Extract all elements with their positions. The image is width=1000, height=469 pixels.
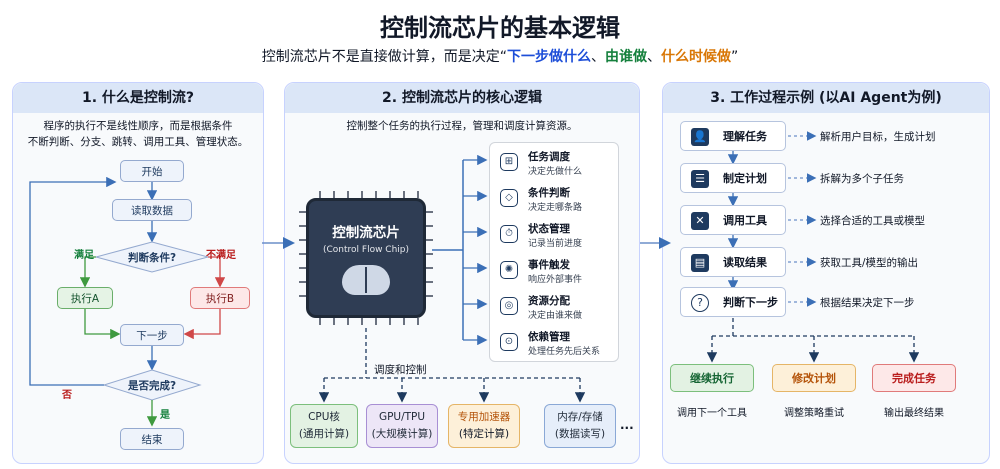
dependency-icon: ⊙ [500,333,518,351]
step-plan-desc: 拆解为多个子任务 [820,173,904,185]
brain-icon [342,265,390,295]
user-icon: 👤 [691,128,709,146]
step-plan: ☰ 制定计划 [680,163,786,193]
task-event: ✺ 事件触发 响应外部事件 [490,253,620,289]
event-icon: ✺ [500,261,518,279]
outcome-modify-desc: 调整策略重试 [784,408,844,419]
task-condition: ◇ 条件判断 决定走哪条路 [490,181,620,217]
flow-exec-b: 执行B [190,287,250,309]
flow-start: 开始 [120,160,184,182]
panel-3-title: 3. 工作过程示例 (以AI Agent为例) [663,83,989,113]
subtitle-part-when: 什么时候做 [661,49,731,65]
outcome-complete-desc: 输出最终结果 [884,408,944,419]
subtitle-part-who: 由谁做 [605,49,647,65]
tools-icon: ✕ [691,212,709,230]
more-components: ... [620,418,634,432]
step-read-results: ▤ 读取结果 [680,247,786,277]
flow-read-data: 读取数据 [112,199,192,221]
component-gpu: GPU/TPU (大规模计算) [366,404,438,448]
panel-control-flow: 1. 什么是控制流? [12,82,264,464]
step-understand: 👤 理解任务 [680,121,786,151]
scheduling-icon: ⊞ [500,153,518,171]
task-state: ⏱ 状态管理 记录当前进度 [490,217,620,253]
dispatch-label: 调度和控制 [374,364,427,376]
step-understand-desc: 解析用户目标，生成计划 [820,131,936,143]
step-call-tools: ✕ 调用工具 [680,205,786,235]
outcome-modify: 修改计划 [772,364,856,392]
flow-label-yes: 满足 [74,250,94,261]
panel-2-description: 控制整个任务的执行过程，管理和调度计算资源。 [346,120,578,132]
document-icon: ▤ [691,254,709,272]
page-title: 控制流芯片的基本逻辑 [380,14,620,42]
task-scheduling: ⊞ 任务调度 决定先做什么 [490,145,620,181]
step-read-results-desc: 获取工具/模型的输出 [820,257,919,269]
flow-condition: 判断条件? [127,252,177,264]
control-flow-chip: 控制流芯片 (Control Flow Chip) [306,198,426,318]
component-memory: 内存/存储 (数据读写) [544,404,616,448]
flow-label-no: 不满足 [206,250,236,261]
component-cpu: CPU核 (通用计算) [290,404,358,448]
component-accelerator: 专用加速器 (特定计算) [448,404,520,448]
subtitle-part-what: 下一步做什么 [507,49,591,65]
task-dependency: ⊙ 依赖管理 处理任务先后关系 [490,325,620,361]
question-icon: ? [691,294,709,312]
step-call-tools-desc: 选择合适的工具或模型 [820,215,925,227]
step-decide-next: ? 判断下一步 [680,287,786,317]
flow-next-step: 下一步 [120,324,184,346]
flow-label-yes-end: 是 [160,410,170,421]
page-subtitle: 控制流芯片不是直接做计算，而是决定“下一步做什么、由谁做、什么时候做” [261,49,739,65]
panel-2-title: 2. 控制流芯片的核心逻辑 [285,83,639,113]
flow-end: 结束 [120,428,184,450]
panel-1-title: 1. 什么是控制流? [13,83,263,113]
chip-subtitle: (Control Flow Chip) [322,245,410,255]
flow-done-question: 是否完成? [127,380,177,392]
state-icon: ⏱ [500,225,518,243]
chip-title: 控制流芯片 [332,225,400,241]
outcome-complete: 完成任务 [872,364,956,392]
task-resource: ◎ 资源分配 决定由谁来做 [490,289,620,325]
outcome-continue: 继续执行 [670,364,754,392]
task-list: ⊞ 任务调度 决定先做什么 ◇ 条件判断 决定走哪条路 ⏱ 状态管理 记录当前进… [489,142,619,362]
outcome-continue-desc: 调用下一个工具 [677,408,747,419]
condition-icon: ◇ [500,189,518,207]
panel-1-description: 程序的执行不是线性顺序，而是根据条件 不断判断、分支、跳转、调用工具、管理状态。 [27,120,249,148]
step-decide-next-desc: 根据结果决定下一步 [820,297,915,309]
flow-exec-a: 执行A [57,287,113,309]
flow-label-no-loop: 否 [62,390,72,401]
list-icon: ☰ [691,170,709,188]
resource-icon: ◎ [500,297,518,315]
